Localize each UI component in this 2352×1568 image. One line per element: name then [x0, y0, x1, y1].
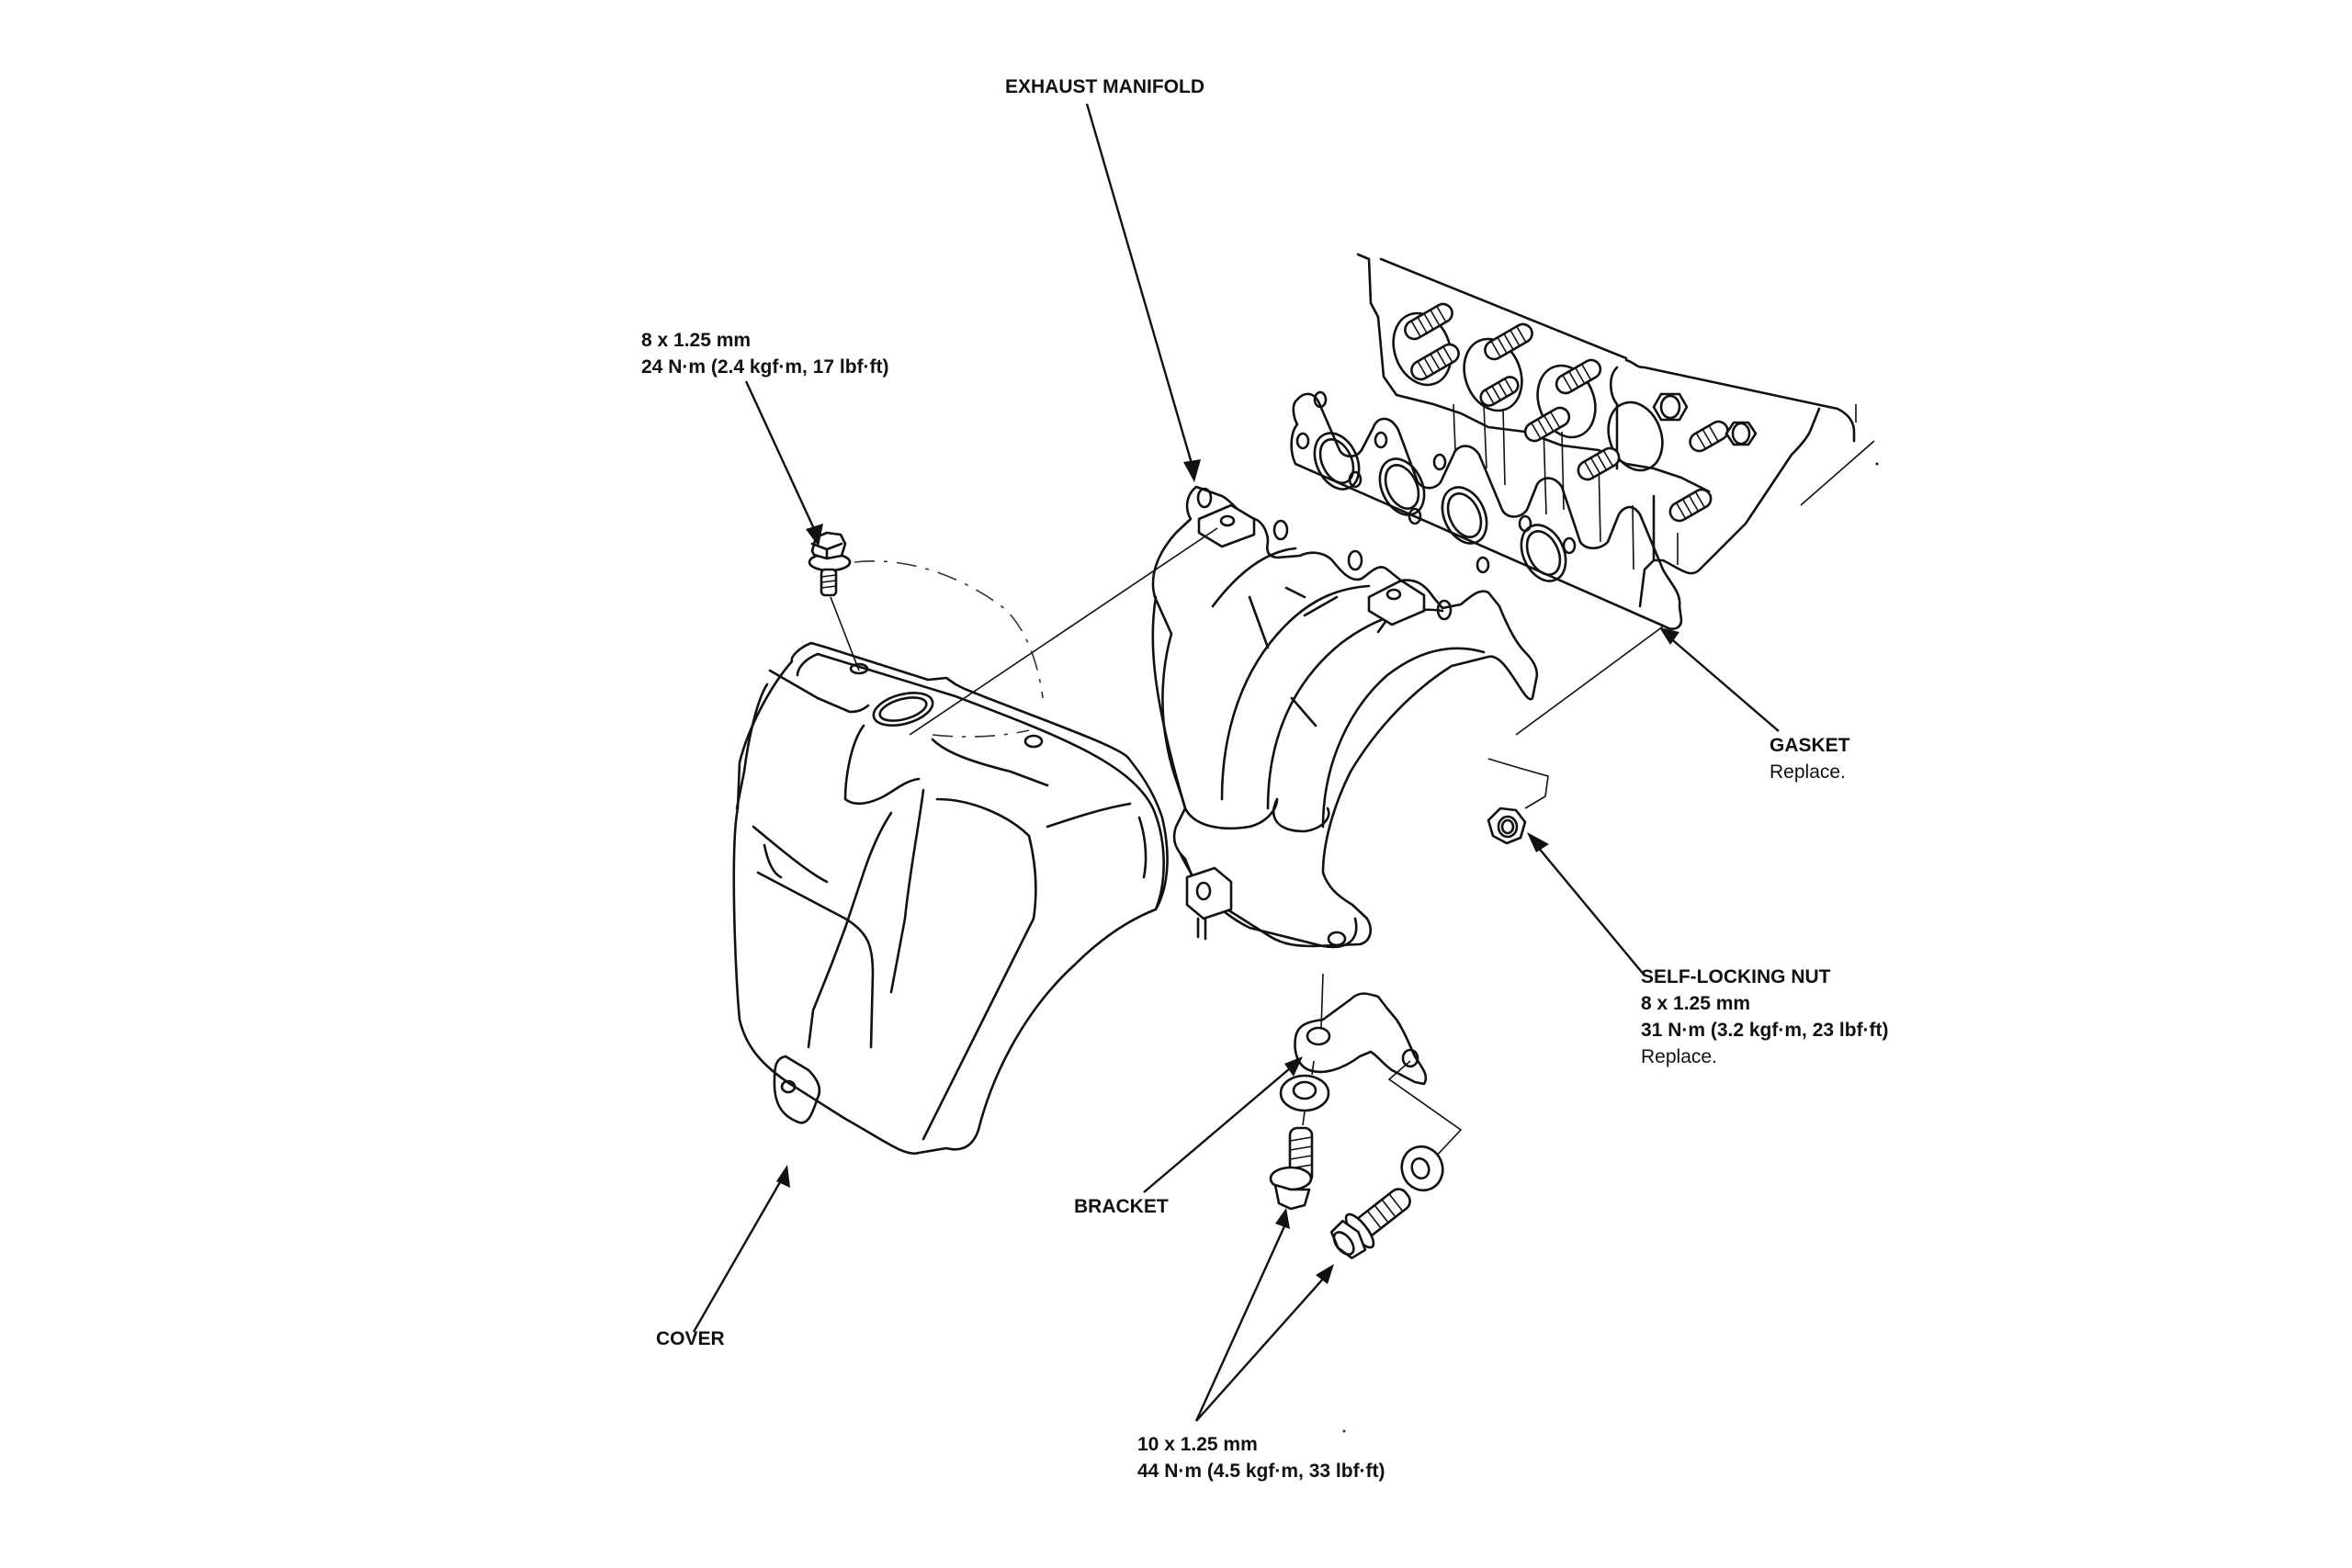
- label-cover: COVER: [656, 1325, 725, 1352]
- label-title: EXHAUST MANIFOLD: [1005, 76, 1204, 97]
- cover-bolt: [808, 531, 860, 671]
- studs: [1404, 302, 1758, 523]
- leader-bracket-bolts: [1194, 1208, 1334, 1422]
- gasket: [1290, 390, 1683, 630]
- cylinder-head: [1356, 253, 1879, 608]
- label-gasket: GASKET Replace.: [1770, 732, 1850, 785]
- label-note: Replace.: [1770, 761, 1846, 783]
- bolt-torque: 44 N·m (4.5 kgf·m, 33 lbf·ft): [1137, 1461, 1385, 1482]
- bolt-size: 10 x 1.25 mm: [1137, 1434, 1258, 1455]
- guide-line: [909, 527, 1218, 736]
- exhaust-manifold: [1151, 485, 1539, 949]
- self-locking-nut: [1487, 758, 1549, 845]
- label-title: SELF-LOCKING NUT: [1641, 966, 1831, 987]
- label-exhaust-manifold: EXHAUST MANIFOLD: [1005, 73, 1204, 100]
- guide-line: [1515, 626, 1664, 736]
- label-title: GASKET: [1770, 735, 1850, 756]
- nut-size: 8 x 1.25 mm: [1641, 993, 1751, 1014]
- nut-torque: 31 N·m (3.2 kgf·m, 23 lbf·ft): [1641, 1020, 1889, 1041]
- bolt-size: 8 x 1.25 mm: [641, 330, 752, 351]
- label-title: BRACKET: [1074, 1196, 1169, 1217]
- bracket-bolt: [1269, 1126, 1314, 1211]
- cover: [732, 560, 1169, 1156]
- bracket-bolt: [1329, 1188, 1411, 1259]
- label-title: COVER: [656, 1328, 725, 1349]
- label-bracket-bolts-spec: 10 x 1.25 mm 44 N·m (4.5 kgf·m, 33 lbf·f…: [1137, 1431, 1385, 1484]
- label-bracket: BRACKET: [1074, 1193, 1169, 1220]
- leader-cover: [692, 1165, 790, 1333]
- leader-exhaust-manifold: [1085, 103, 1201, 482]
- label-self-locking-nut: SELF-LOCKING NUT 8 x 1.25 mm 31 N·m (3.2…: [1641, 964, 1889, 1070]
- label-note: Replace.: [1641, 1046, 1717, 1067]
- washer: [1279, 1060, 1330, 1126]
- bolt-torque: 24 N·m (2.4 kgf·m, 17 lbf·ft): [641, 356, 889, 378]
- leader-cover-bolt: [744, 380, 823, 547]
- washer: [1400, 1145, 1444, 1192]
- leader-self-locking-nut: [1527, 832, 1645, 976]
- label-cover-bolt-spec: 8 x 1.25 mm 24 N·m (2.4 kgf·m, 17 lbf·ft…: [641, 327, 889, 380]
- leader-bracket: [1143, 1056, 1303, 1193]
- speck: [1342, 1429, 1346, 1433]
- bracket: [1294, 973, 1463, 1160]
- leader-gasket: [1659, 627, 1780, 732]
